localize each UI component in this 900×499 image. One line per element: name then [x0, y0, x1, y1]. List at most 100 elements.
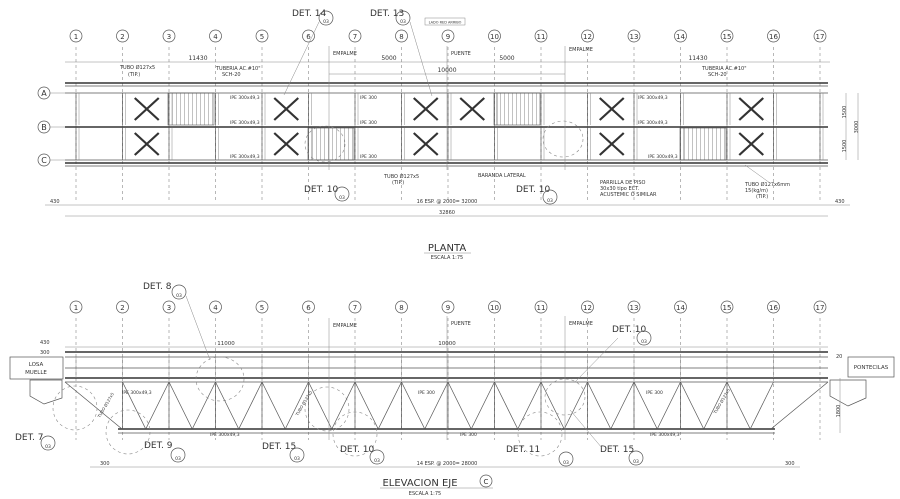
- empalme-label: EMPALME: [333, 51, 357, 57]
- truss-diagonal: [563, 381, 588, 430]
- axis-bubble: [534, 29, 548, 43]
- axis-bubble: [627, 29, 641, 43]
- row-labels: A B C: [37, 86, 65, 167]
- axis-label: 6: [306, 33, 311, 41]
- det-label: DET. 14: [292, 9, 326, 19]
- x-brace: [273, 132, 299, 156]
- tubo-label-tip: (TIP.): [392, 180, 404, 186]
- axis-bubble: [255, 300, 269, 314]
- beam-label: IPE 300: [360, 154, 377, 160]
- axis-bubble: [162, 29, 176, 43]
- svg-text:TUBO Ø127x5: TUBO Ø127x5: [294, 389, 313, 417]
- dim-label: 430: [50, 199, 60, 205]
- truss-diagonal: [424, 381, 449, 430]
- axis-bubble: [581, 29, 594, 43]
- svg-text:03: 03: [563, 460, 569, 466]
- svg-text:TUBO Ø127x5: TUBO Ø127x5: [712, 387, 731, 415]
- svg-text:PUENTE: PUENTE: [451, 321, 471, 327]
- axis-bubble: [441, 29, 455, 43]
- truss-members: [64, 357, 829, 430]
- truss-diagonal: [238, 381, 263, 430]
- axis-label: 17: [816, 33, 825, 41]
- right-support: [829, 379, 867, 407]
- det-label: DET. 8: [143, 282, 172, 292]
- truss-diagonal: [587, 381, 612, 430]
- plan-scale: ESCALA 1:75: [431, 255, 463, 261]
- parrilla-label: 30x30 tipo ECT.: [600, 186, 640, 192]
- truss-diagonal: [354, 381, 379, 430]
- dim-label: 5000: [499, 55, 514, 62]
- dim-label: 1500: [842, 140, 848, 153]
- x-brace: [599, 132, 625, 156]
- truss-diagonal: [540, 381, 565, 430]
- truss-diagonal: [331, 381, 356, 430]
- axis-bubble: [813, 29, 827, 43]
- axis-bubble: [720, 29, 734, 43]
- axis-bubble: [441, 300, 455, 314]
- x-brace: [738, 132, 764, 156]
- axis-bubble: [209, 300, 222, 314]
- truss-diagonal: [726, 381, 751, 430]
- empalme-label: EMPALME: [569, 47, 593, 53]
- truss-diagonal: [168, 381, 193, 430]
- pontecilas-box: [847, 356, 895, 378]
- axis-bubble: [767, 29, 780, 43]
- svg-text:03: 03: [176, 293, 182, 299]
- axis-label: 15: [723, 33, 732, 41]
- truss-diagonal: [447, 381, 472, 430]
- svg-text:IPE 300: IPE 300: [646, 390, 663, 396]
- svg-text:IPE 300: IPE 300: [418, 390, 435, 396]
- axis-label: 5: [260, 33, 264, 41]
- axis-bubble: [627, 300, 641, 314]
- axis-bubble: [116, 29, 129, 43]
- truss-diagonal: [749, 381, 774, 430]
- tubo-label: 15(kg/m): [745, 188, 768, 194]
- axis-bubble: [395, 29, 408, 43]
- svg-text:03: 03: [323, 19, 329, 25]
- beam-label: IPE 300x49,3: [230, 95, 260, 101]
- axis-label: 14: [676, 33, 685, 41]
- svg-text:03: 03: [374, 458, 380, 464]
- row-label: C: [41, 156, 47, 165]
- svg-text:IPE 300: IPE 300: [460, 432, 477, 438]
- beam-label: IPE 300x49,3: [648, 154, 678, 160]
- axis-bubble: [720, 300, 734, 314]
- axis-label: 2: [120, 304, 124, 312]
- axis-bubble: [674, 29, 687, 43]
- truss-diagonal: [610, 381, 635, 430]
- beam-label: IPE 300: [360, 95, 377, 101]
- svg-text:C: C: [484, 478, 489, 486]
- x-brace: [599, 97, 625, 121]
- axis-label: 4: [213, 304, 218, 312]
- row-label: A: [41, 89, 47, 98]
- tuberia-label: TUBERIA AC.#10": [215, 66, 261, 72]
- plan-title: PLANTA: [428, 243, 466, 254]
- dim-label: 430: [835, 199, 845, 205]
- truss-diagonal: [215, 381, 240, 430]
- row-label: B: [41, 123, 47, 132]
- truss-diagonal: [145, 381, 170, 430]
- dim-label: 32860: [439, 210, 455, 216]
- axis-bubble: [69, 29, 83, 43]
- plan-bays: [75, 93, 824, 160]
- dim-label: 16 ESP. @ 2000= 32000: [417, 199, 478, 205]
- hatched-panel: [679, 127, 727, 161]
- axis-label: 15: [723, 304, 732, 312]
- axis-label: 7: [353, 304, 357, 312]
- dim-label: 1500: [842, 106, 848, 119]
- dim-label: 5000: [381, 55, 396, 62]
- det-10-callout-b: DET. 10 03: [516, 120, 584, 205]
- svg-text:03: 03: [339, 195, 345, 201]
- x-brace: [273, 97, 299, 121]
- x-brace: [134, 97, 160, 121]
- det-label: DET. 15: [262, 442, 296, 452]
- axis-bubble: [302, 29, 315, 43]
- axis-label: 12: [583, 33, 592, 41]
- truss-diagonal: [122, 381, 147, 430]
- tuberia-label-sch: SCH-20: [222, 72, 241, 78]
- axis-bubble: [581, 300, 594, 314]
- axis-label: 4: [213, 33, 218, 41]
- beam-label: IPE 300: [360, 120, 377, 126]
- svg-text:03: 03: [400, 19, 406, 25]
